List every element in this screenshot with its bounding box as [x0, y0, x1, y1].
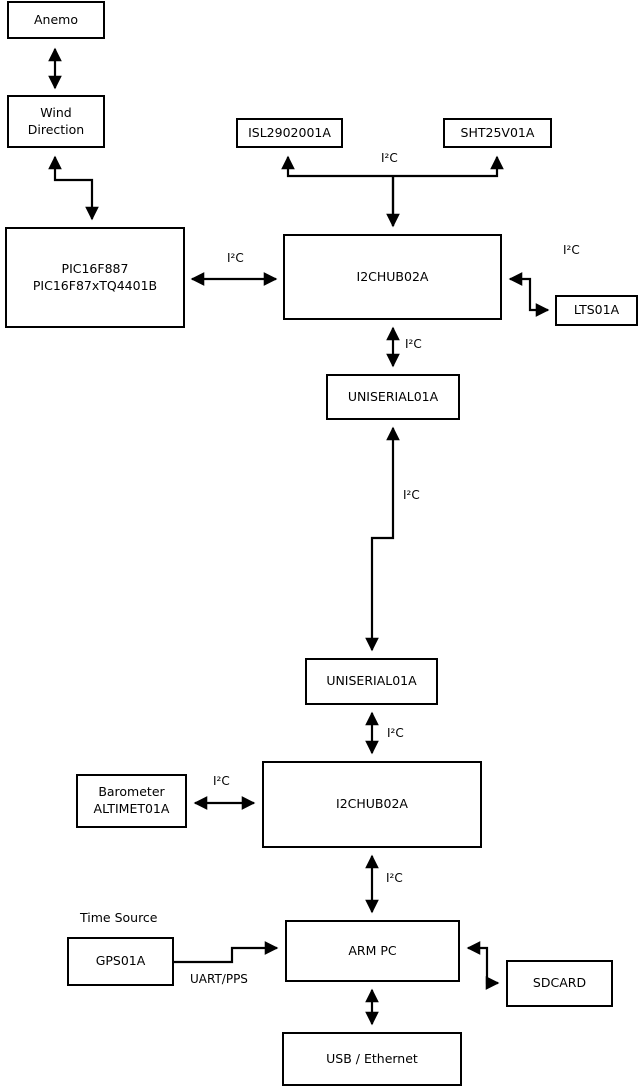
- edge-label-i2c-uniserial-link: I²C: [403, 488, 420, 502]
- node-lts01a[interactable]: LTS01A: [555, 295, 638, 326]
- node-barometer-altimet01a-label: Barometer ALTIMET01A: [93, 784, 170, 816]
- node-usb-ethernet[interactable]: USB / Ethernet: [282, 1032, 462, 1086]
- edge-label-i2c-pic-hub: I²C: [227, 251, 244, 265]
- node-i2chub02a-bottom-label: I2CHUB02A: [336, 796, 408, 812]
- node-usb-ethernet-label: USB / Ethernet: [326, 1050, 418, 1066]
- node-uniserial01a-top-label: UNISERIAL01A: [347, 388, 439, 404]
- edge-pic-wind: [48, 155, 99, 221]
- edge-uniser-link: [365, 426, 400, 652]
- node-i2chub02a-top[interactable]: I2CHUB02A: [283, 234, 502, 320]
- edge-gps-armpc: [174, 941, 279, 964]
- node-i2chub02a-top-label: I2CHUB02A: [356, 268, 429, 284]
- node-gps01a[interactable]: GPS01A: [67, 937, 174, 986]
- node-isl2902001a-label: ISL2902001A: [248, 124, 331, 140]
- edge-label-uart-pps: UART/PPS: [190, 972, 248, 986]
- edge-label-i2c-top-sensors: I²C: [381, 151, 398, 165]
- node-sdcard-label: SDCARD: [532, 975, 587, 991]
- node-pic-mcu[interactable]: PIC16F887 PIC16F87xTQ4401B: [5, 227, 185, 328]
- node-arm-pc[interactable]: ARM PC: [285, 920, 460, 982]
- edge-hubtop-lts: [508, 272, 550, 317]
- node-wind-direction[interactable]: Wind Direction: [7, 95, 105, 148]
- node-lts01a-label: LTS01A: [573, 302, 620, 318]
- edge-label-i2c-uniserial-hub2: I²C: [387, 726, 404, 740]
- node-anemo-label: Anemo: [34, 11, 78, 27]
- node-wind-direction-label: Wind Direction: [27, 104, 85, 137]
- node-uniserial01a-top[interactable]: UNISERIAL01A: [326, 374, 460, 420]
- node-barometer-altimet01a[interactable]: Barometer ALTIMET01A: [76, 774, 187, 828]
- node-isl2902001a[interactable]: ISL2902001A: [236, 118, 343, 148]
- node-uniserial01a-bottom[interactable]: UNISERIAL01A: [305, 658, 438, 705]
- edge-bus-sht: [393, 155, 504, 178]
- node-anemo[interactable]: Anemo: [7, 1, 105, 39]
- node-arm-pc-label: ARM PC: [348, 942, 397, 958]
- node-gps01a-label: GPS01A: [95, 953, 146, 969]
- node-sht25v01a-label: SHT25V01A: [460, 124, 535, 140]
- edge-bus-isl: [281, 155, 393, 178]
- node-pic-mcu-label: PIC16F887 PIC16F87xTQ4401B: [32, 260, 158, 293]
- node-sht25v01a[interactable]: SHT25V01A: [443, 118, 552, 148]
- edge-label-i2c-hub-uniserial: I²C: [405, 337, 422, 351]
- edge-label-i2c-hub2-armpc: I²C: [386, 871, 403, 885]
- node-sdcard[interactable]: SDCARD: [506, 960, 613, 1007]
- edge-label-i2c-baro-hub2: I²C: [213, 774, 230, 788]
- edge-armpc-sdcard: [466, 941, 500, 990]
- edge-label-i2c-hub-lts: I²C: [563, 243, 580, 257]
- node-i2chub02a-bottom[interactable]: I2CHUB02A: [262, 761, 482, 848]
- label-time-source: Time Source: [80, 910, 158, 925]
- node-uniserial01a-bottom-label: UNISERIAL01A: [326, 673, 417, 689]
